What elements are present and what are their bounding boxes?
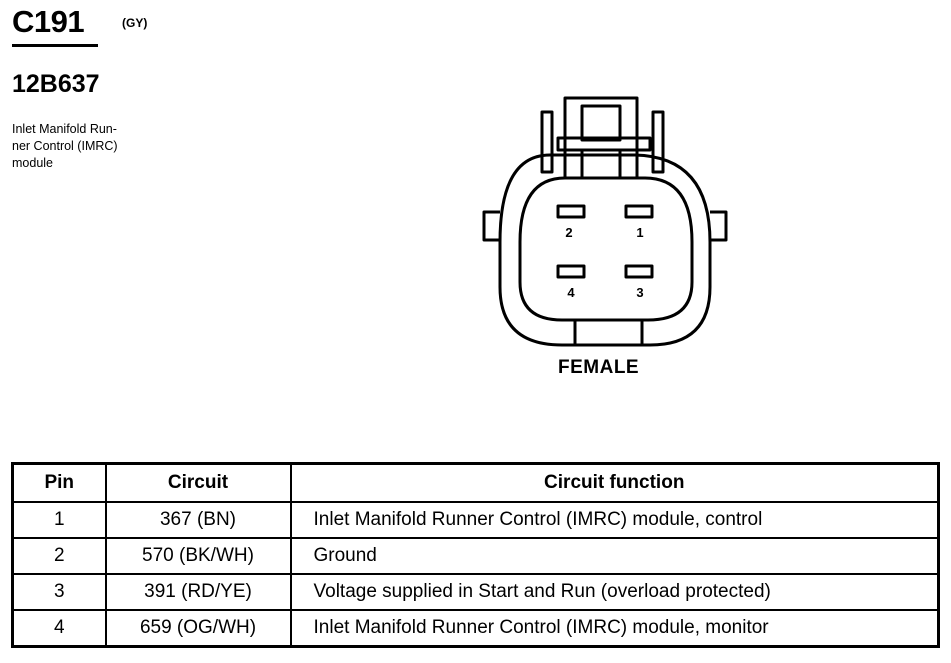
pin-slot-1 <box>624 204 654 219</box>
pin-label-2: 2 <box>565 225 572 240</box>
connector-right-ear <box>710 210 728 242</box>
pin-label-3: 3 <box>636 285 643 300</box>
pin-cell: 2 <box>11 537 107 575</box>
header-circuit-function: Circuit function <box>289 462 940 503</box>
left-post <box>540 110 554 174</box>
connector-bottom-key <box>573 320 644 345</box>
connector-inner-housing <box>518 176 694 322</box>
latch-inner <box>580 104 622 142</box>
connector-outer-housing <box>498 153 712 347</box>
part-number: 12B637 <box>12 70 100 98</box>
pin-slot-3 <box>624 264 654 279</box>
color-code: (GY) <box>122 16 148 30</box>
connector-gender-label: FEMALE <box>558 357 640 378</box>
pin-slot-2 <box>556 204 586 219</box>
module-description: Inlet Manifold Run- ner Control (IMRC) m… <box>12 122 118 170</box>
function-cell: Ground <box>289 537 940 575</box>
pin-label-1: 1 <box>636 225 643 240</box>
table-row: 4 659 (OG/WH) Inlet Manifold Runner Cont… <box>11 609 940 648</box>
circuit-cell: 570 (BK/WH) <box>104 537 292 575</box>
latch-crossbar <box>556 136 652 152</box>
latch-window <box>580 148 622 178</box>
header-pin: Pin <box>11 462 107 503</box>
connector-left-ear <box>482 210 500 242</box>
function-cell: Voltage supplied in Start and Run (overl… <box>289 573 940 611</box>
function-cell: Inlet Manifold Runner Control (IMRC) mod… <box>289 609 940 648</box>
pin-slot-4 <box>556 264 586 279</box>
table-row: 3 391 (RD/YE) Voltage supplied in Start … <box>11 573 940 611</box>
connector-id: C191 <box>12 4 85 39</box>
connector-id-underline <box>12 44 98 47</box>
function-cell: Inlet Manifold Runner Control (IMRC) mod… <box>289 501 940 539</box>
pin-label-4: 4 <box>567 285 575 300</box>
circuit-cell: 391 (RD/YE) <box>104 573 292 611</box>
header-circuit: Circuit <box>104 462 292 503</box>
pin-cell: 3 <box>11 573 107 611</box>
connector-face-diagram: 2 1 4 3 <box>482 96 728 347</box>
right-post <box>651 110 665 174</box>
pin-cell: 4 <box>11 609 107 648</box>
table-header-row: Pin Circuit Circuit function <box>11 462 940 503</box>
pin-cell: 1 <box>11 501 107 539</box>
pinout-table: Pin Circuit Circuit function 1 367 (BN) … <box>11 462 940 648</box>
circuit-cell: 367 (BN) <box>104 501 292 539</box>
circuit-cell: 659 (OG/WH) <box>104 609 292 648</box>
table-row: 1 367 (BN) Inlet Manifold Runner Control… <box>11 501 940 539</box>
table-row: 2 570 (BK/WH) Ground <box>11 537 940 575</box>
